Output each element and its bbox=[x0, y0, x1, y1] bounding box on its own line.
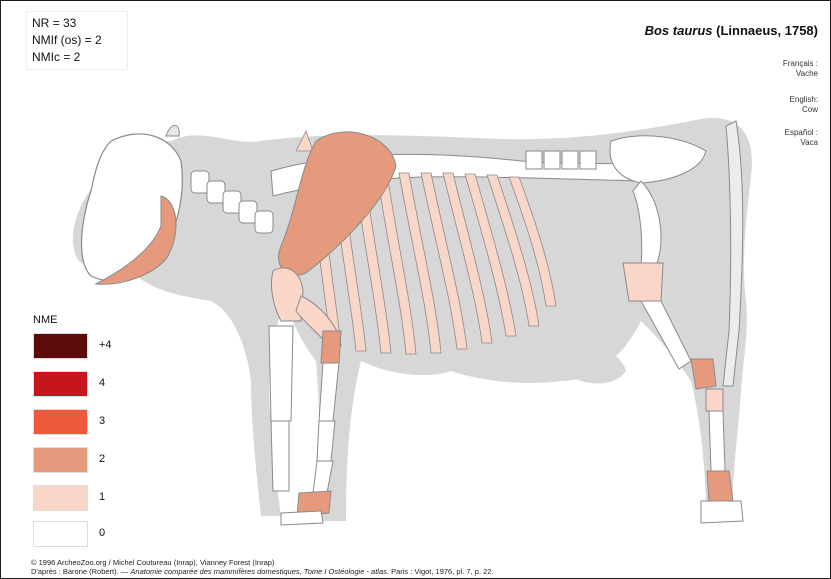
legend-label: 0 bbox=[99, 527, 105, 539]
credit-author: D'après : Barone (Robert). — bbox=[31, 567, 130, 576]
legend-title: NME bbox=[33, 314, 57, 326]
credit-book-title: Anatomie comparée des mammifères domesti… bbox=[130, 567, 387, 576]
legend-label: 4 bbox=[99, 377, 105, 389]
credit-line-2: D'après : Barone (Robert). — Anatomie co… bbox=[31, 567, 494, 576]
legend-label: 2 bbox=[99, 453, 105, 465]
credit-publisher: . Paris : Vigot, 1976, pl. 7, p. 22. bbox=[387, 567, 494, 576]
legend-label: +4 bbox=[99, 339, 112, 351]
legend-swatch bbox=[33, 409, 88, 435]
name-french: Français : Vache bbox=[783, 59, 818, 79]
nmic-count: NMIc = 2 bbox=[32, 49, 122, 66]
language-label: Français : bbox=[783, 59, 818, 69]
species-name: Bos taurus bbox=[645, 23, 713, 38]
credit: © 1996 ArcheoZoo.org / Michel Coutureau … bbox=[31, 558, 494, 576]
species-title: Bos taurus (Linnaeus, 1758) bbox=[645, 23, 818, 38]
legend-label: 1 bbox=[99, 491, 105, 503]
common-name: Vache bbox=[783, 69, 818, 79]
legend-label: 3 bbox=[99, 415, 105, 427]
legend-swatch bbox=[33, 371, 88, 397]
nr-count: NR = 33 bbox=[32, 15, 122, 32]
credit-line-1: © 1996 ArcheoZoo.org / Michel Coutureau … bbox=[31, 558, 494, 567]
language-label: Español : bbox=[785, 128, 818, 138]
species-author: (Linnaeus, 1758) bbox=[716, 23, 818, 38]
language-label: English: bbox=[790, 95, 818, 105]
horn bbox=[166, 125, 179, 136]
common-name: Vaca bbox=[785, 138, 818, 148]
legend-swatch bbox=[33, 447, 88, 473]
common-name: Cow bbox=[790, 105, 818, 115]
legend-swatch bbox=[33, 333, 88, 359]
name-spanish: Español : Vaca bbox=[785, 128, 818, 148]
counts-box: NR = 33 NMIf (os) = 2 NMIc = 2 bbox=[26, 11, 128, 70]
legend-swatch bbox=[33, 521, 88, 547]
name-english: English: Cow bbox=[790, 95, 818, 115]
legend-swatch bbox=[33, 485, 88, 511]
nmif-count: NMIf (os) = 2 bbox=[32, 32, 122, 49]
